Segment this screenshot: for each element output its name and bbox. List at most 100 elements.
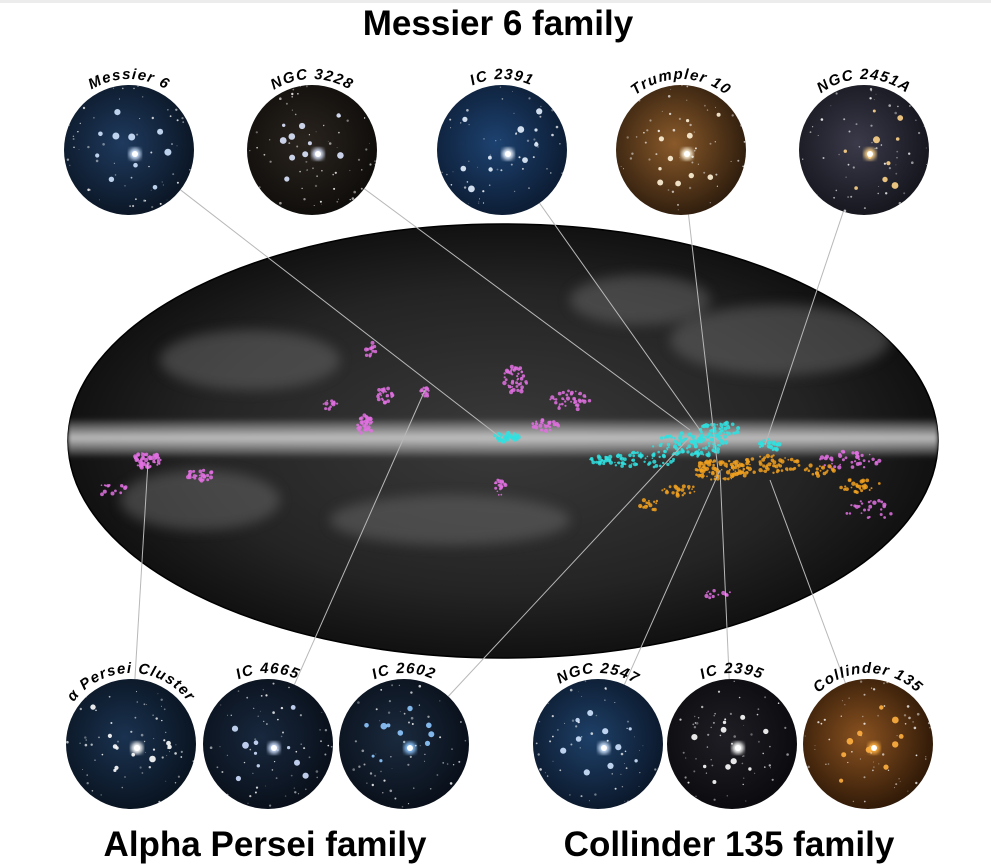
member-star-point bbox=[814, 471, 819, 476]
member-star-point bbox=[633, 462, 637, 467]
member-star-point bbox=[749, 463, 751, 466]
member-star-point bbox=[114, 489, 117, 493]
member-star-point bbox=[748, 460, 751, 463]
member-star-point bbox=[503, 482, 507, 486]
member-star-point bbox=[855, 454, 860, 460]
cluster-image-ngc-2547[interactable]: NGC 2547 bbox=[533, 660, 663, 809]
member-star-point bbox=[723, 434, 727, 439]
member-star-point bbox=[704, 446, 708, 450]
member-star-point bbox=[720, 438, 723, 442]
member-star-point bbox=[711, 594, 715, 599]
member-star-point bbox=[716, 447, 720, 452]
member-star-point bbox=[520, 385, 524, 390]
member-star-point bbox=[155, 457, 158, 460]
member-star-point bbox=[576, 404, 580, 407]
member-star-point bbox=[766, 467, 770, 471]
member-star-point bbox=[699, 450, 704, 455]
member-star-point bbox=[841, 458, 845, 462]
member-star-point bbox=[889, 512, 893, 516]
member-star-point bbox=[820, 465, 826, 470]
member-star-point bbox=[493, 433, 497, 438]
cluster-image-messier-6[interactable]: Messier 6 bbox=[63, 66, 194, 215]
member-star-point bbox=[193, 476, 197, 480]
member-star-point bbox=[788, 467, 793, 471]
cluster-image-ngc-3228[interactable]: NGC 3228 bbox=[246, 66, 377, 215]
member-star-point bbox=[511, 386, 514, 388]
member-star-point bbox=[573, 398, 576, 401]
member-star-point bbox=[672, 460, 675, 463]
member-star-point bbox=[525, 381, 528, 385]
member-star-point bbox=[861, 484, 864, 488]
member-star-point bbox=[860, 502, 864, 505]
member-star-point bbox=[815, 467, 819, 471]
member-star-point bbox=[803, 468, 807, 472]
member-star-point bbox=[819, 469, 822, 472]
member-star-point bbox=[667, 446, 670, 449]
member-star-point bbox=[702, 474, 705, 478]
member-star-point bbox=[624, 463, 627, 466]
member-star-point bbox=[653, 507, 657, 512]
member-star-point bbox=[209, 470, 213, 475]
member-star-point bbox=[385, 395, 388, 398]
member-star-point bbox=[640, 456, 642, 459]
member-star-point bbox=[509, 433, 513, 437]
member-star-point bbox=[707, 590, 710, 593]
member-star-point bbox=[358, 417, 362, 420]
member-star-point bbox=[360, 422, 364, 425]
member-star-point bbox=[700, 440, 703, 444]
cluster-image-ic-4665[interactable]: IC 4665 bbox=[203, 660, 333, 809]
member-star-point bbox=[853, 489, 857, 494]
member-star-point bbox=[135, 456, 138, 459]
member-star-point bbox=[707, 460, 711, 464]
member-star-point bbox=[567, 389, 570, 393]
member-star-point bbox=[331, 402, 336, 407]
member-star-point bbox=[534, 422, 539, 426]
member-star-point bbox=[880, 500, 884, 504]
member-star-point bbox=[719, 436, 722, 439]
cluster-image-ic-2391[interactable]: IC 2391 bbox=[437, 66, 568, 216]
member-star-point bbox=[356, 423, 360, 427]
member-star-point bbox=[647, 462, 651, 466]
member-star-point bbox=[791, 467, 795, 471]
member-star-point bbox=[872, 500, 877, 505]
member-star-point bbox=[773, 465, 777, 468]
member-star-point bbox=[636, 451, 639, 454]
member-star-point bbox=[581, 399, 584, 402]
member-star-point bbox=[807, 469, 811, 473]
member-star-point bbox=[498, 487, 502, 491]
cluster-image-ic-2602[interactable]: IC 2602 bbox=[339, 660, 469, 809]
member-star-point bbox=[868, 453, 871, 456]
title-alpha-persei-family: Alpha Persei family bbox=[103, 825, 427, 864]
member-star-point bbox=[675, 492, 680, 497]
member-star-point bbox=[818, 465, 821, 468]
member-star-point bbox=[565, 396, 571, 401]
member-star-point bbox=[359, 431, 363, 435]
member-star-point bbox=[141, 452, 143, 454]
cluster-image-ic-2395[interactable]: IC 2395 bbox=[666, 660, 797, 810]
member-star-point bbox=[712, 459, 717, 463]
member-star-point bbox=[380, 394, 383, 397]
member-star-point bbox=[767, 446, 770, 448]
member-star-point bbox=[578, 391, 582, 396]
member-star-point bbox=[693, 490, 696, 493]
member-star-point bbox=[708, 444, 711, 448]
cluster-image-ngc-2451a[interactable]: NGC 2451A bbox=[799, 66, 929, 215]
member-star-point bbox=[199, 478, 204, 483]
cluster-image-trumpler-10[interactable]: Trumpler 10 bbox=[616, 66, 747, 215]
cluster-image-persei-cluster[interactable]: α Persei Cluster bbox=[63, 660, 198, 809]
member-star-point bbox=[715, 434, 718, 436]
member-star-point bbox=[747, 466, 752, 472]
member-star-point bbox=[695, 473, 698, 477]
member-star-point bbox=[724, 420, 729, 425]
member-star-point bbox=[663, 449, 667, 454]
member-star-point bbox=[121, 485, 124, 488]
member-star-point bbox=[373, 349, 378, 354]
cluster-image-collinder-135[interactable]: Collinder 135 bbox=[803, 660, 933, 809]
member-star-point bbox=[363, 420, 366, 423]
member-star-point bbox=[879, 513, 883, 516]
member-star-point bbox=[329, 405, 332, 409]
cluster-label-text: IC 4665 bbox=[233, 660, 301, 683]
member-star-point bbox=[659, 436, 664, 440]
member-star-point bbox=[628, 453, 632, 458]
member-star-point bbox=[707, 451, 710, 454]
